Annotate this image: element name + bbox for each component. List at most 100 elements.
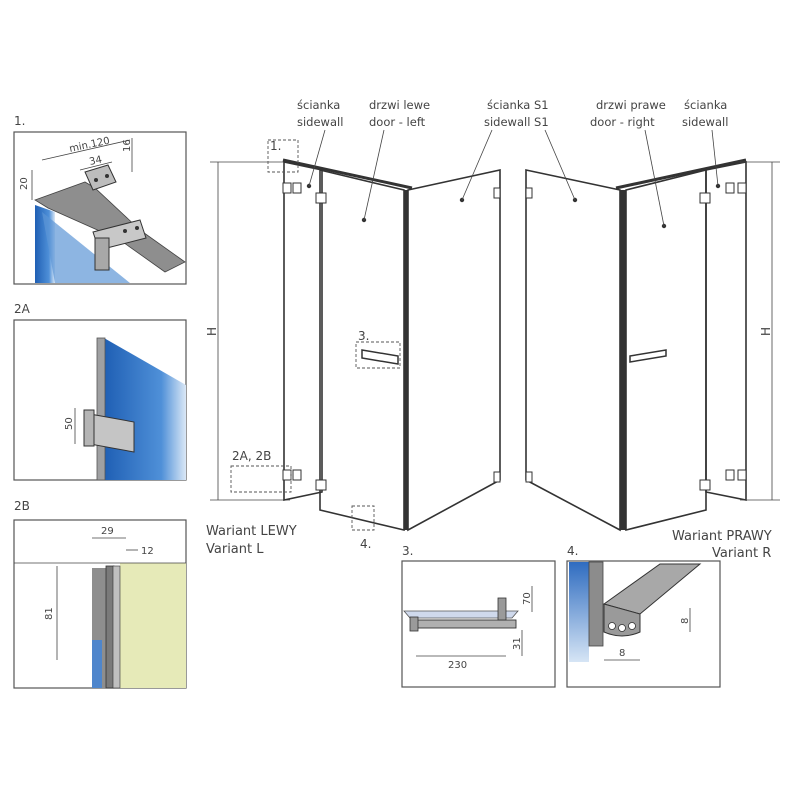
detail-1-clamp-top	[84, 164, 117, 191]
right-leader-sidewall	[711, 129, 719, 187]
detail-2a-glass	[104, 338, 186, 480]
left-door-edge	[404, 190, 408, 530]
left-callout-1-box	[267, 139, 299, 173]
left-hinge-8	[493, 471, 501, 483]
left-top-bar	[282, 158, 413, 190]
detail-3-dim-70: 70	[522, 592, 533, 605]
label-variant-right-pl: Wariant PRAWY	[672, 529, 772, 544]
label-door-right-en: door - right	[590, 115, 655, 129]
label-door-right-pl: drzwi prawe	[596, 98, 666, 112]
left-callout-3-box	[355, 341, 401, 369]
detail-2b-glass-blue	[92, 640, 102, 688]
detail-2a-bracket-side	[83, 409, 95, 447]
detail-3-frame	[401, 560, 556, 688]
detail-2b-title: 2B	[14, 499, 30, 513]
detail-3-handle-post-right	[497, 597, 507, 621]
label-variant-left-en: Variant L	[206, 542, 264, 557]
detail-4-frame-profile	[588, 561, 604, 647]
right-hinge-5	[737, 182, 747, 194]
detail-2b-dim-12: 12	[141, 546, 154, 557]
right-hinge-4	[725, 182, 735, 194]
right-door-handle	[629, 349, 667, 363]
detail-1: 1. min.120 34 16 20	[13, 114, 187, 285]
left-callout-1: 1.	[270, 139, 281, 153]
label-door-left-pl: drzwi lewe	[369, 98, 430, 112]
detail-4-seal-bead-3	[628, 622, 636, 630]
left-callout-2-box	[230, 465, 292, 493]
left-hinge-7	[493, 187, 501, 199]
detail-4-glass	[569, 562, 589, 662]
left-callout-3: 3.	[358, 329, 369, 343]
detail-2a-wall-profile	[96, 337, 106, 481]
detail-2b-wall	[120, 563, 186, 688]
detail-3-handle-post-left	[409, 616, 419, 632]
detail-4-seal-bead-2	[618, 624, 626, 632]
detail-2b-profile-inner	[112, 565, 121, 689]
left-height-label: H	[205, 327, 219, 336]
left-leader-door	[363, 129, 385, 221]
detail-3-dim-230: 230	[448, 660, 467, 671]
label-variant-right-en: Variant R	[712, 546, 771, 561]
detail-4-frame	[566, 560, 721, 688]
detail-4-dim-8b: 8	[680, 618, 691, 624]
left-callout-2a2b: 2A, 2B	[232, 449, 271, 463]
label-variant-left-pl: Wariant LEWY	[206, 524, 297, 539]
label-sidewall-en-left: sidewall	[297, 115, 343, 129]
right-hinge-6	[699, 479, 711, 491]
right-hinge-3	[699, 192, 711, 204]
detail-1-screw-b	[135, 226, 139, 230]
detail-1-dim-line-34	[79, 161, 113, 171]
left-door-handle	[361, 349, 399, 365]
label-sidewall-en-right: sidewall	[682, 115, 728, 129]
left-hinge-6	[315, 479, 327, 491]
detail-4-seal-bead-1	[608, 622, 616, 630]
right-hinge-7	[725, 469, 735, 481]
detail-4-seal-top	[602, 563, 702, 615]
detail-3-handle-bar	[415, 619, 517, 629]
detail-1-screw-d	[105, 174, 109, 178]
left-hinge-4	[282, 469, 292, 481]
detail-4-title: 4.	[567, 544, 578, 558]
right-door-edge	[620, 190, 626, 530]
detail-3-glass	[403, 610, 519, 619]
right-hinge-8	[737, 469, 747, 481]
detail-1-dim-34: 34	[88, 155, 103, 168]
left-hinge-1	[282, 182, 292, 194]
detail-1-dim-min120: min.120	[68, 136, 111, 155]
left-hinge-2	[292, 182, 302, 194]
detail-1-title: 1.	[14, 114, 25, 128]
label-sidewall-pl-left: ścianka	[297, 98, 340, 112]
left-callout-4-box	[351, 505, 375, 531]
detail-2b: 2B 29 12 81	[13, 499, 187, 689]
detail-2a-title: 2A	[14, 302, 31, 316]
right-leader-s1	[544, 129, 576, 201]
detail-2b-dim-29: 29	[101, 526, 114, 537]
label-sidewall-pl-right: ścianka	[684, 98, 727, 112]
detail-1-dim-20: 20	[19, 177, 30, 190]
label-sidewall-s1-pl: ścianka S1	[487, 98, 549, 112]
detail-1-dim-line-min120	[41, 139, 131, 161]
right-door-panel	[625, 168, 707, 532]
detail-3-dim-31: 31	[512, 637, 523, 650]
detail-1-screw-c	[94, 178, 98, 182]
right-hinge-2	[525, 471, 533, 483]
right-s1-panel	[525, 169, 621, 532]
detail-1-frame	[13, 131, 187, 285]
detail-1-dim-16: 16	[122, 139, 133, 152]
detail-2b-dim-81: 81	[44, 607, 55, 620]
right-height-label: H	[759, 327, 773, 336]
detail-2a: 2A 50	[13, 302, 187, 481]
left-hinge-3	[315, 192, 327, 204]
left-leader-sidewall	[308, 129, 326, 187]
right-hinge-1	[525, 187, 533, 199]
left-hinge-5	[292, 469, 302, 481]
right-enclosure: H drzwi prawe door - right ścianka sidew…	[525, 98, 780, 561]
left-leader-s1	[461, 129, 493, 201]
label-door-left-en: door - left	[369, 115, 426, 129]
left-enclosure: H 1. 3. 2A, 2B 4.	[205, 98, 549, 557]
detail-4-dim-8a: 8	[619, 648, 625, 659]
right-top-bar	[615, 158, 747, 190]
left-s1-panel	[407, 169, 501, 532]
label-sidewall-s1-en: sidewall S1	[484, 115, 549, 129]
